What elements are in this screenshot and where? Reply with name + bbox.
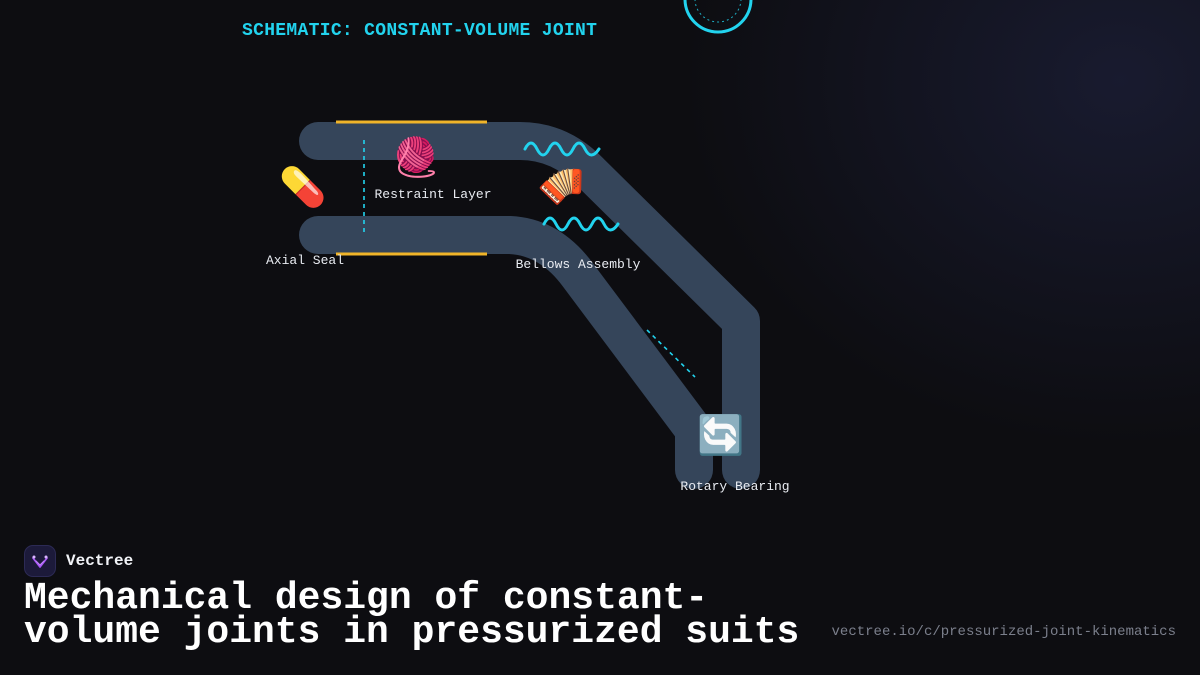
- source-url: vectree.io/c/pressurized-joint-kinematic…: [831, 624, 1176, 640]
- brand: Vectree: [24, 544, 133, 578]
- axial-seal-label: Axial Seal: [266, 253, 344, 268]
- lower-joint-tube: [299, 216, 713, 489]
- bellows-assembly-label: Bellows Assembly: [516, 257, 641, 272]
- bearing-guide-dashed-line: [646, 329, 696, 378]
- schematic-title: SCHEMATIC: CONSTANT-VOLUME JOINT: [242, 21, 598, 41]
- decorative-ring-inner: [694, 0, 742, 23]
- accordion-icon: 🪗: [537, 163, 584, 207]
- pill-icon: 💊: [279, 164, 326, 210]
- yarn-icon: 🧶: [392, 135, 439, 179]
- rotary-bearing-label: Rotary Bearing: [680, 479, 789, 494]
- headline: Mechanical design of constant-volume joi…: [24, 577, 800, 654]
- decorative-ring: [683, 0, 753, 34]
- upper-bellows-wave: [523, 141, 601, 157]
- brand-name: Vectree: [66, 552, 134, 570]
- rotate-arrows-icon: 🔄: [697, 413, 744, 457]
- restraint-layer-label: Restraint Layer: [374, 187, 491, 202]
- lower-bellows-wave: [542, 216, 620, 232]
- vectree-logo-icon: [24, 545, 56, 577]
